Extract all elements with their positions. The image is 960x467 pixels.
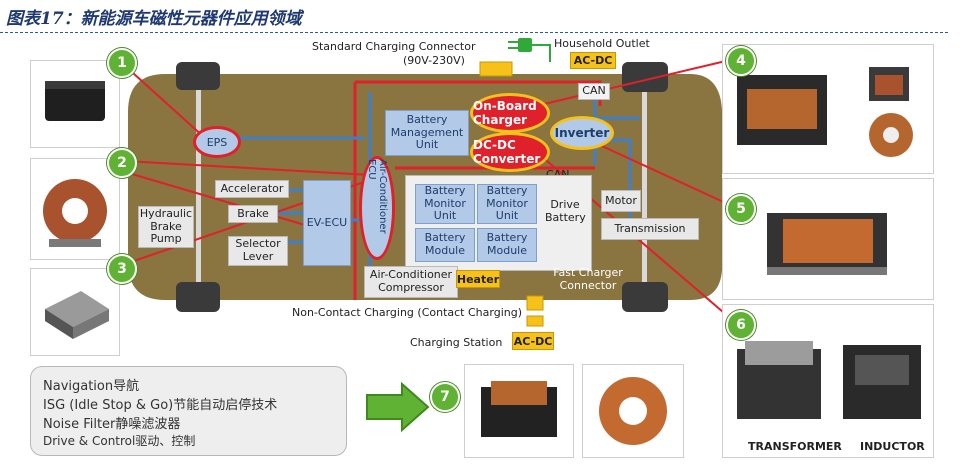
acdc-bottom-tag: AC-DC xyxy=(512,332,554,350)
callout-1: 1 xyxy=(107,48,137,78)
non-contact-label: Non-Contact Charging (Contact Charging) xyxy=(292,306,522,319)
battery-monitor-unit-1: Battery Monitor Unit xyxy=(415,184,475,224)
photo-6 xyxy=(722,304,934,458)
wheel-rear-right xyxy=(622,282,668,312)
transformer-inductor-image xyxy=(737,341,921,419)
motor-block: Motor xyxy=(601,190,641,212)
transformer-coils-image xyxy=(737,67,913,157)
app-item-drive-control: Drive & Control驱动、控制 xyxy=(43,434,196,448)
household-outlet-label: Household Outlet xyxy=(554,37,650,50)
callout-3: 3 xyxy=(107,254,137,284)
photo-5 xyxy=(722,178,934,300)
photo-3 xyxy=(30,268,120,356)
callout-2: 2 xyxy=(107,148,137,178)
on-board-charger: On-Board Charger xyxy=(470,93,550,133)
callout-4: 4 xyxy=(726,46,756,76)
eps-block: EPS xyxy=(193,126,241,158)
photo-7a xyxy=(464,364,574,458)
heater-tag: Heater xyxy=(456,270,500,288)
voltage-label: (90V-230V) xyxy=(403,54,465,67)
standard-connector-label: Standard Charging Connector xyxy=(312,40,476,53)
battery-management-unit: Battery Management Unit xyxy=(385,110,469,156)
smd-inductor-image xyxy=(45,291,109,339)
battery-monitor-unit-2: Battery Monitor Unit xyxy=(477,184,537,224)
wheel-front-right xyxy=(622,62,668,92)
photo-7b xyxy=(582,364,684,458)
air-conditioner-ecu: Air-Conditioner ECU xyxy=(359,156,395,260)
photo-2 xyxy=(30,158,120,260)
drive-battery-label: Drive Battery xyxy=(545,198,586,224)
charging-port-bottom-2 xyxy=(526,315,544,327)
arrow-right-icon xyxy=(366,381,430,433)
axle-left xyxy=(196,90,201,282)
callout-7: 7 xyxy=(430,382,460,412)
wheel-rear-left xyxy=(176,282,220,312)
air-conditioner-compressor: Air-Conditioner Compressor xyxy=(364,266,458,298)
charging-station-label: Charging Station xyxy=(410,336,503,349)
hydraulic-brake-pump: Hydraulic Brake Pump xyxy=(138,206,194,248)
callout-5: 5 xyxy=(726,194,756,224)
applications-box: Navigation导航 ISG (Idle Stop & Go)节能自动启停技… xyxy=(30,366,347,456)
app-item-isg: ISG (Idle Stop & Go)节能自动启停技术 xyxy=(43,398,278,413)
common-mode-choke-image xyxy=(599,377,667,445)
axle-right xyxy=(642,92,647,282)
battery-module-2: Battery Module xyxy=(477,228,537,262)
eps-module-image xyxy=(45,81,105,121)
wheel-front-left xyxy=(176,62,220,90)
inverter: Inverter xyxy=(550,116,614,150)
acdc-top-tag: AC-DC xyxy=(570,52,616,69)
brake-block: Brake xyxy=(228,205,278,223)
ev-ecu: EV-ECU xyxy=(303,180,351,266)
app-item-navigation: Navigation导航 xyxy=(43,379,140,394)
figure-title: 图表17：新能源车磁性元器件应用领域 xyxy=(6,9,302,29)
photo-1 xyxy=(30,60,120,148)
selector-lever: Selector Lever xyxy=(228,236,288,266)
toroid-inductor-image xyxy=(43,179,107,247)
can-top-label: CAN xyxy=(578,83,610,100)
smd-transformer-image xyxy=(481,381,557,437)
battery-module-1: Battery Module xyxy=(415,228,475,262)
transformer-label: TRANSFORMER xyxy=(748,440,842,453)
photo-4 xyxy=(722,44,934,174)
power-inductor-image xyxy=(767,213,887,275)
charging-port-top xyxy=(479,61,513,77)
inductor-label: INDUCTOR xyxy=(860,440,925,453)
charging-port-bottom xyxy=(526,295,544,311)
title-divider xyxy=(0,32,948,33)
accelerator-block: Accelerator xyxy=(215,180,289,198)
transmission-block: Transmission xyxy=(601,218,699,240)
fast-charger-label: Fast Charger Connector xyxy=(553,266,623,292)
dc-dc-converter: DC-DC Converter xyxy=(470,132,550,172)
app-item-noise-filter: Noise Filter静噪滤波器 xyxy=(43,417,181,432)
plug-icon xyxy=(508,38,551,62)
callout-6: 6 xyxy=(726,310,756,340)
